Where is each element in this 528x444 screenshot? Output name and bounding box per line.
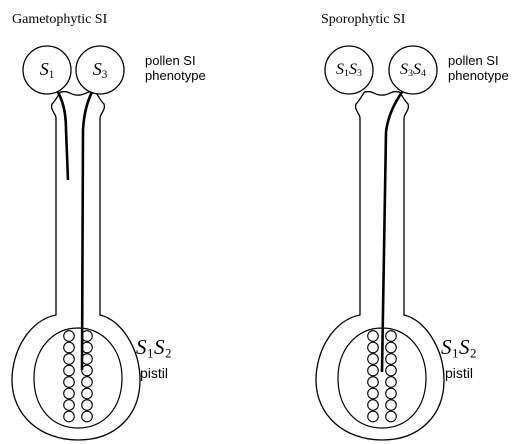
ovule [386,377,397,388]
ovule [368,365,379,376]
ovule [386,365,397,376]
ovule [82,388,93,399]
ovule [368,342,379,353]
pollen-grain-label: S3 [93,59,108,81]
ovule [82,377,93,388]
ovule [64,365,75,376]
ovule [82,400,93,411]
pollen-grain-label: S1 [40,59,55,81]
ovule [368,354,379,365]
pistil-label: pistil [445,365,473,381]
pistil-label: pistil [140,365,168,381]
pistil-genotype: S1S2 [136,335,172,361]
pollen-grain-label: S3S4 [400,61,426,79]
ovule [368,377,379,388]
ovary-cavity [34,328,122,428]
ovule [64,342,75,353]
pollen-phenotype-label: pollen SI phenotype [145,53,206,83]
ovule [386,400,397,411]
ovule [386,331,397,342]
sporophytic-si-panel: Sporophytic SI S1S3 S3S4 pollen SI pheno… [264,0,528,444]
gametophytic-si-panel: Gametophytic SI S1 S3 pollen SI phenotyp… [0,0,264,444]
ovule [64,354,75,365]
ovule [64,388,75,399]
ovule [368,400,379,411]
ovule [386,411,397,422]
ovule [386,342,397,353]
ovule [64,400,75,411]
ovule [368,331,379,342]
ovule [386,388,397,399]
ovule [386,354,397,365]
ovule [368,388,379,399]
ovule [368,411,379,422]
ovule [64,331,75,342]
pistil-genotype: S1S2 [441,335,477,361]
ovule [64,377,75,388]
pollen-grain-label: S1S3 [336,61,362,79]
pollen-phenotype-label: pollen SI phenotype [448,53,509,83]
ovule [64,411,75,422]
ovule [82,411,93,422]
